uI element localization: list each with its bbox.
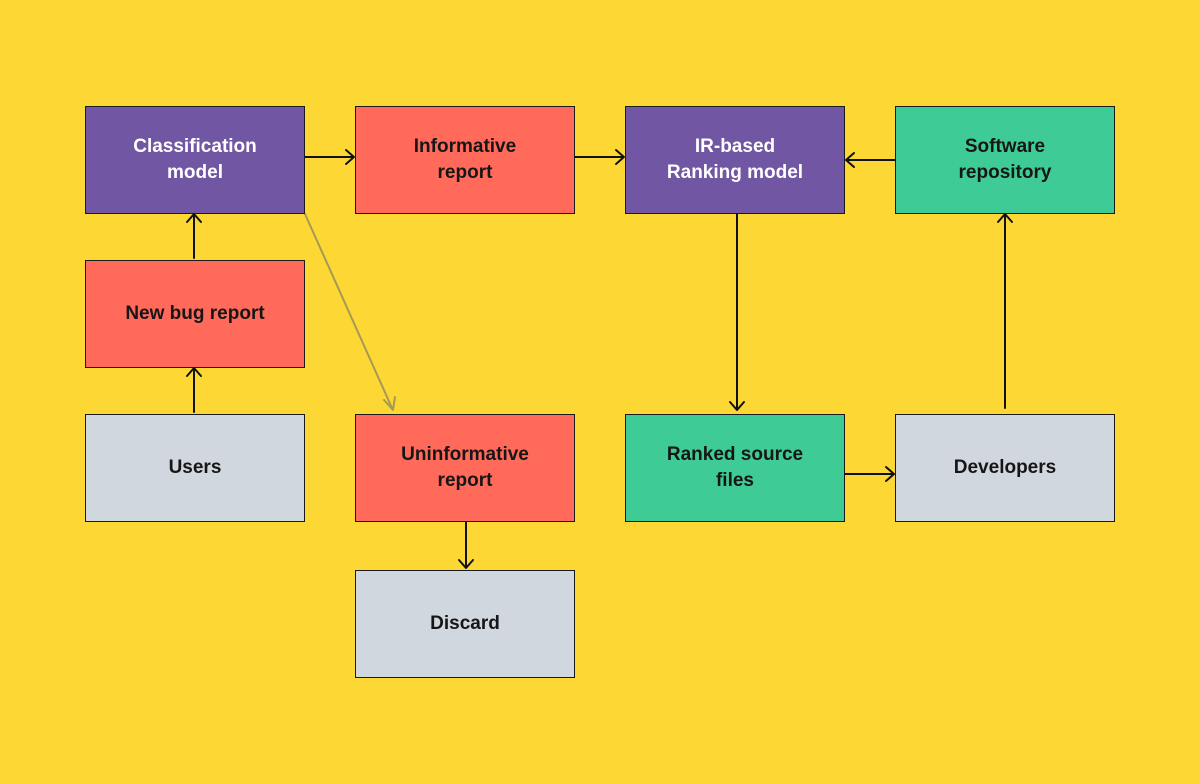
node-informative-report: Informative report	[355, 106, 575, 214]
node-uninformative-report: Uninformative report	[355, 414, 575, 522]
node-new-bug-report: New bug report	[85, 260, 305, 368]
node-ir-ranking-model: IR-based Ranking model	[625, 106, 845, 214]
node-ranked-source-files: Ranked source files	[625, 414, 845, 522]
arrowhead-developers	[885, 466, 895, 482]
node-developers: Developers	[895, 414, 1115, 522]
arrowhead-discard	[458, 559, 474, 569]
arrowhead-ranked-source-files	[729, 401, 745, 411]
arrowhead-new-bug-report	[186, 367, 202, 377]
arrowhead-classification-model	[186, 213, 202, 223]
node-software-repository: Software repository	[895, 106, 1115, 214]
arrowhead-informative-report	[345, 149, 355, 165]
node-label: New bug report	[125, 303, 265, 325]
node-discard: Discard	[355, 570, 575, 678]
node-label: Software repository	[958, 136, 1052, 183]
node-label: Discard	[430, 613, 500, 635]
node-label: Informative report	[413, 136, 517, 183]
node-label: Users	[168, 457, 222, 479]
edge-classification-to-uninformative	[304, 213, 393, 409]
node-users: Users	[85, 414, 305, 522]
node-classification-model: Classification model	[85, 106, 305, 214]
arrowhead-ranking-model-left	[615, 149, 625, 165]
arrowhead-ranking-model-right	[845, 152, 855, 168]
arrowhead-software-repository	[997, 213, 1013, 223]
arrowhead-uninformative-report	[383, 396, 396, 411]
node-label: Ranked source files	[666, 444, 804, 491]
node-label: Developers	[953, 457, 1057, 479]
node-label: Uninformative report	[401, 444, 529, 491]
node-label: IR-based Ranking model	[666, 136, 804, 183]
node-label: Classification model	[133, 136, 257, 183]
